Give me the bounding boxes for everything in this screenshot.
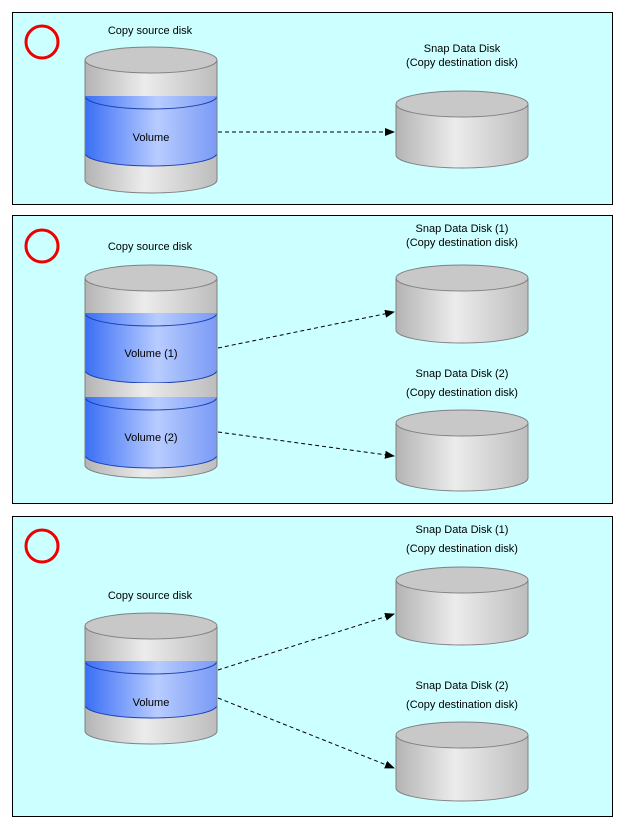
copy-arrow-1 (217, 309, 395, 349)
copy-arrow-1 (217, 612, 395, 671)
volume-label: Volume (133, 132, 170, 144)
panel-3: Copy source disk Volume Snap Data Disk (… (12, 516, 613, 817)
ok-mark-icon (24, 228, 60, 264)
volume-1-label: Volume (1) (124, 348, 177, 360)
source-disk-label: Copy source disk (108, 241, 193, 253)
copy-arrow-2 (217, 697, 395, 769)
source-disk-label: Copy source disk (108, 590, 193, 602)
destination-disk-1-title: Snap Data Disk (1) (416, 524, 509, 536)
volume-band (84, 660, 218, 719)
source-disk: Volume (84, 612, 218, 745)
destination-disk-1-subtitle: (Copy destination disk) (406, 543, 518, 555)
source-disk: Volume (84, 46, 218, 194)
destination-disk (395, 90, 529, 169)
destination-disk-2-title: Snap Data Disk (2) (416, 680, 509, 692)
panel-2: Copy source disk (12, 215, 613, 504)
destination-disk-title: Snap Data Disk (424, 43, 501, 55)
volume-band (84, 95, 218, 167)
destination-disk-2 (395, 409, 529, 492)
source-disk-label: Copy source disk (108, 25, 193, 37)
copy-arrow-2 (217, 431, 395, 459)
ok-mark-icon (24, 528, 60, 564)
destination-disk-1-subtitle: (Copy destination disk) (406, 237, 518, 249)
destination-disk-2-subtitle: (Copy destination disk) (406, 387, 518, 399)
destination-disk-1-title: Snap Data Disk (1) (416, 223, 509, 235)
destination-disk-2-title: Snap Data Disk (2) (416, 368, 509, 380)
source-disk: Volume (1) Volume (2) (84, 264, 218, 479)
volume-label: Volume (133, 697, 170, 709)
destination-disk-2 (395, 721, 529, 802)
destination-disk-2-subtitle: (Copy destination disk) (406, 699, 518, 711)
destination-disk-subtitle: (Copy destination disk) (406, 57, 518, 69)
volume-2-label: Volume (2) (124, 432, 177, 444)
ok-mark-icon (24, 24, 60, 60)
panel-1: Copy source disk Volume Snap Data Disk (… (12, 12, 613, 205)
destination-disk-1 (395, 566, 529, 646)
volume-band-1 (84, 312, 218, 384)
destination-disk-1 (395, 264, 529, 344)
